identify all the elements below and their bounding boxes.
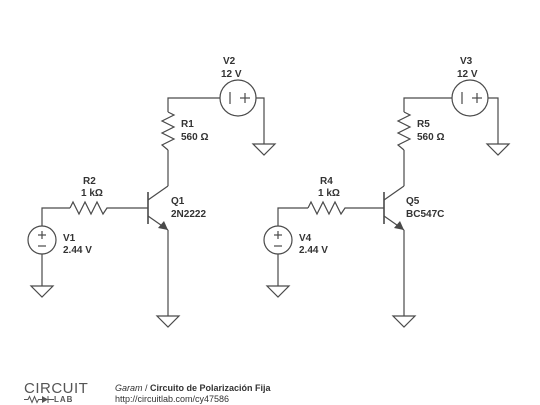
label-q1-value: 2N2222	[171, 209, 206, 220]
circuit-caption: Garam / Circuito de Polarización Fija ht…	[115, 383, 271, 405]
footer-bar: CIRCUIT LAB Garam / Circuito de Polariza…	[0, 381, 540, 405]
resistor-r2[interactable]	[69, 200, 110, 216]
label-v2-value: 12 V	[221, 69, 242, 80]
wire-v2-ground	[256, 97, 265, 144]
label-q5-value: BC547C	[406, 209, 444, 220]
wire-top-right	[403, 97, 452, 112]
label-r4-name: R4	[320, 176, 333, 187]
label-v3-value: 12 V	[457, 69, 478, 80]
diode-icon	[24, 395, 54, 404]
label-r1-value: 560 Ω	[181, 132, 208, 143]
voltage-source-v1[interactable]	[27, 225, 57, 255]
ground-symbol-v2	[251, 143, 277, 156]
voltage-source-v2[interactable]	[219, 79, 257, 117]
circuit-left: V2 12 V R1 560 Ω R2 1 kΩ Q1 2N2222 V1 2.…	[27, 56, 277, 328]
ground-symbol-v3	[485, 143, 511, 156]
ground-symbol-q1	[155, 315, 181, 328]
circuit-title: Circuito de Polarización Fija	[150, 383, 271, 393]
voltage-source-v3[interactable]	[451, 79, 489, 117]
schematic-diagram: V2 12 V R1 560 Ω R2 1 kΩ Q1 2N2222 V1 2.…	[27, 56, 511, 328]
logo-sub-wordmark: LAB	[54, 395, 74, 404]
wire-v4-top	[277, 207, 308, 226]
ground-symbol-v1	[29, 285, 55, 298]
circuit-url-link[interactable]: http://circuitlab.com/cy47586	[115, 394, 230, 404]
resistor-r1[interactable]	[160, 111, 176, 151]
label-r4-value: 1 kΩ	[318, 188, 340, 199]
label-v1-value: 2.44 V	[63, 245, 92, 256]
label-q1-name: Q1	[171, 196, 185, 207]
transistor-q1[interactable]	[147, 185, 169, 231]
wire-top-left	[167, 97, 220, 112]
label-v4-value: 2.44 V	[299, 245, 328, 256]
resistor-r4[interactable]	[307, 200, 348, 216]
label-r5-value: 560 Ω	[417, 132, 444, 143]
label-v2-name: V2	[223, 56, 236, 67]
label-v1-name: V1	[63, 233, 76, 244]
circuitlab-logo[interactable]: CIRCUIT LAB	[24, 380, 96, 404]
voltage-source-v4[interactable]	[263, 225, 293, 255]
author-link[interactable]: Garam	[115, 383, 143, 393]
label-r1-name: R1	[181, 119, 194, 130]
label-v4-name: V4	[299, 233, 312, 244]
ground-symbol-q5	[391, 315, 417, 328]
label-q5-name: Q5	[406, 196, 420, 207]
label-r2-name: R2	[83, 176, 96, 187]
resistor-r5[interactable]	[396, 111, 412, 151]
label-v3-name: V3	[460, 56, 473, 67]
ground-symbol-v4	[265, 285, 291, 298]
caption-separator: /	[142, 383, 151, 393]
transistor-q5[interactable]	[383, 185, 405, 231]
label-r2-value: 1 kΩ	[81, 188, 103, 199]
logo-wordmark: CIRCUIT	[24, 380, 89, 397]
wire-v1-top	[41, 207, 70, 226]
label-r5-name: R5	[417, 119, 430, 130]
wire-v3-ground	[488, 97, 499, 144]
circuit-right: V3 12 V R5 560 Ω R4 1 kΩ Q5 BC547C V4 2.…	[263, 56, 511, 328]
